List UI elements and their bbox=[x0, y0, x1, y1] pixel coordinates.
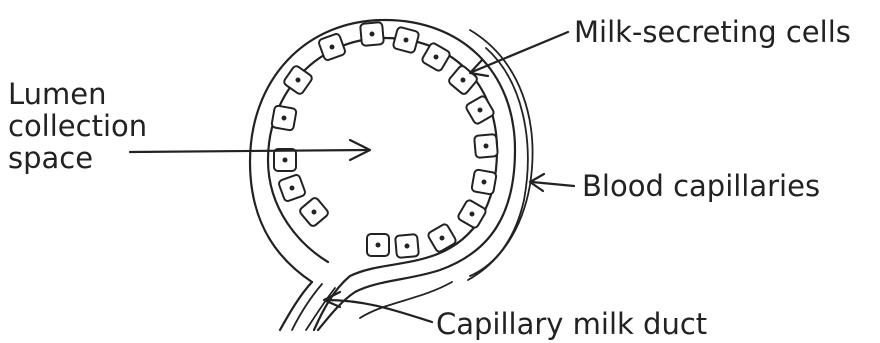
cell bbox=[393, 27, 420, 54]
cell bbox=[465, 95, 495, 125]
lumen-label-line1: Lumen bbox=[8, 77, 107, 111]
milk-secreting-cells-arrow bbox=[470, 32, 568, 76]
capillary-milk-duct-label: Capillary milk duct bbox=[436, 307, 707, 341]
lumen-label-line2: collection bbox=[8, 109, 147, 143]
blood-capillaries-arrow bbox=[530, 174, 574, 191]
cell bbox=[474, 134, 498, 158]
cell bbox=[274, 149, 296, 171]
cell bbox=[457, 199, 487, 229]
milk-secreting-cells-label: Milk-secreting cells bbox=[574, 15, 851, 49]
cell bbox=[427, 223, 457, 253]
blood-capillaries-label: Blood capillaries bbox=[582, 169, 820, 203]
cell bbox=[395, 234, 419, 258]
cell bbox=[299, 197, 330, 228]
milk-secreting-cells bbox=[271, 22, 498, 258]
cell bbox=[471, 169, 496, 194]
cell bbox=[421, 42, 451, 72]
cell bbox=[278, 174, 306, 202]
cell bbox=[360, 22, 384, 46]
cell bbox=[271, 105, 296, 130]
cell bbox=[367, 234, 389, 256]
lumen-label-line3: space bbox=[8, 141, 93, 175]
blood-capillaries bbox=[360, 30, 533, 318]
